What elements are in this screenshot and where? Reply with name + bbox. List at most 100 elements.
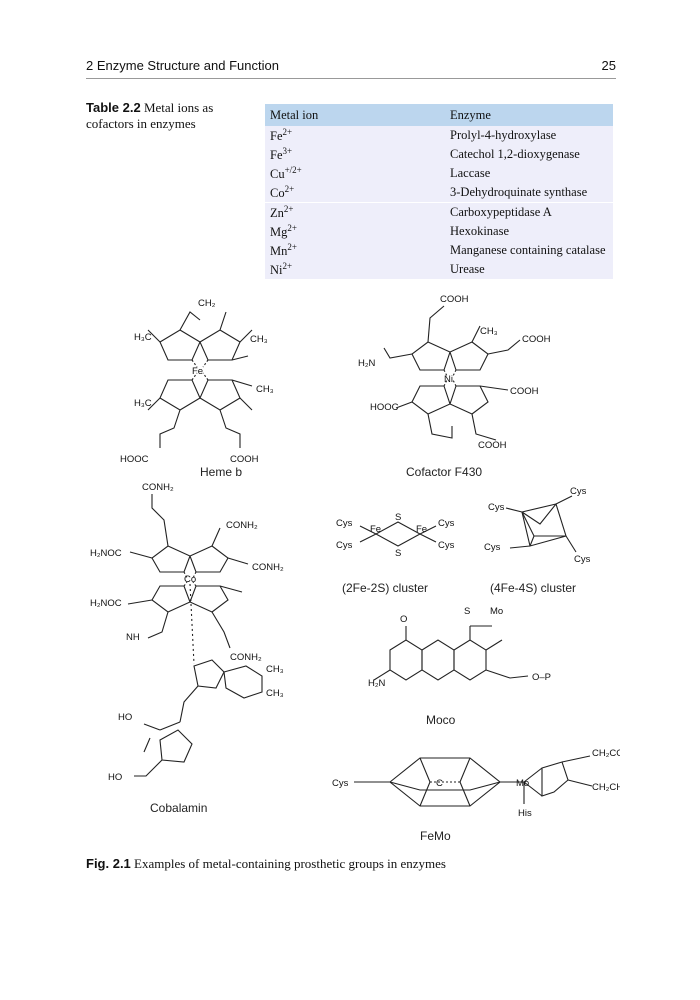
figure-structures: Fe H₃C CH₃ CH₂ H₃C CH₃ HOOC COOH Heme b …	[80, 290, 653, 850]
svg-text:CH₂CH₂COO⁻: CH₂CH₂COO⁻	[592, 782, 620, 793]
metal-ion-cell: Ni2+	[265, 260, 445, 279]
ion-charge: 2+	[283, 203, 294, 214]
table-row: Mg2+Hexokinase	[265, 222, 613, 241]
structures-drawing: Fe H₃C CH₃ CH₂ H₃C CH₃ HOOC COOH Heme b …	[90, 294, 653, 843]
ion-symbol: Mn	[270, 244, 288, 259]
col-header-enzyme: Enzyme	[445, 104, 613, 126]
enzyme-cell: Laccase	[445, 164, 613, 183]
table-row: Ni2+Urease	[265, 260, 613, 279]
svg-text:Fe: Fe	[192, 366, 203, 377]
metal-ion-cell: Mn2+	[265, 241, 445, 260]
svg-text:CH₂: CH₂	[198, 298, 216, 309]
svg-text:CH₃: CH₃	[250, 334, 268, 345]
svg-text:Cys: Cys	[570, 486, 587, 497]
svg-text:CONH₂: CONH₂	[230, 652, 262, 663]
svg-text:H₃C: H₃C	[134, 332, 152, 343]
ion-symbol: Mg	[270, 225, 288, 240]
running-title: 2 Enzyme Structure and Function	[86, 58, 279, 73]
table-label: Table 2.2	[86, 100, 141, 115]
ion-symbol: Cu	[270, 167, 285, 182]
svg-text:COOH: COOH	[230, 454, 259, 465]
table-row: Cu+/2+ Laccase	[265, 164, 613, 183]
svg-text:Mo: Mo	[490, 606, 503, 617]
ion-symbol: Ni	[270, 263, 283, 278]
svg-text:CH₂COO⁻: CH₂COO⁻	[592, 748, 620, 759]
heme-b-structure: Fe H₃C CH₃ CH₂ H₃C CH₃ HOOC COOH	[120, 298, 274, 465]
svg-text:C: C	[436, 778, 443, 789]
svg-text:Cys: Cys	[484, 542, 501, 553]
header-rule	[86, 78, 616, 79]
figure-label: Fig. 2.1	[86, 856, 131, 871]
metal-ion-cell: Mg2+	[265, 222, 445, 241]
enzyme-cell: Manganese containing catalase	[445, 241, 613, 260]
femo-structure: Cys Mo CH₂COO⁻ CH₂CH₂COO⁻ His C	[332, 748, 653, 819]
svg-text:COOH: COOH	[522, 334, 551, 345]
svg-text:His: His	[518, 808, 532, 819]
enzyme-cell: Prolyl-4-hydroxylase	[445, 126, 613, 145]
svg-text:H₂NOC: H₂NOC	[90, 598, 122, 609]
cobalamin-label: Cobalamin	[150, 801, 207, 815]
table-caption: Table 2.2 Metal ions as cofactors in enz…	[86, 100, 251, 132]
svg-text:COOH: COOH	[510, 386, 539, 397]
ion-symbol: Co	[270, 186, 285, 201]
fe4s4-structure: Cys Cys Cys Cys	[484, 486, 591, 565]
ion-charge: 2+	[284, 183, 295, 194]
svg-text:CH₃: CH₃	[480, 326, 498, 337]
svg-text:Fe: Fe	[416, 524, 427, 535]
fe2s2-structure: Fe Fe S S Cys Cys Cys Cys	[336, 512, 455, 559]
ion-charge: +/2+	[284, 164, 302, 175]
svg-text:Cys: Cys	[438, 540, 455, 551]
svg-text:S: S	[395, 512, 401, 523]
svg-text:H₂NOC: H₂NOC	[90, 548, 122, 559]
svg-text:H₂N: H₂N	[358, 358, 376, 369]
table-row: Zn2+Carboxypeptidase A	[265, 202, 613, 222]
figure-caption-text: Examples of metal-containing prosthetic …	[134, 856, 446, 871]
figure-caption: Fig. 2.1 Examples of metal-containing pr…	[86, 856, 446, 872]
col-header-metal: Metal ion	[265, 104, 445, 126]
svg-text:COOH: COOH	[440, 294, 469, 305]
table-row: Co2+3-Dehydroquinate synthase	[265, 183, 613, 203]
metal-ion-cell: Co2+	[265, 183, 445, 203]
svg-text:HO: HO	[118, 712, 132, 723]
svg-text:HOOC: HOOC	[370, 402, 399, 413]
moco-structure: H₂N O S Mo O–P	[368, 606, 551, 689]
heme-b-label: Heme b	[200, 465, 242, 479]
ion-symbol: Fe	[270, 148, 283, 163]
svg-text:S: S	[395, 548, 401, 559]
enzyme-cell: Urease	[445, 260, 613, 279]
ion-symbol: Zn	[270, 206, 284, 221]
ion-charge: 2+	[282, 126, 293, 137]
svg-text:H₃C: H₃C	[134, 398, 152, 409]
f430-structure: Ni COOH COOH COOH COOH HOOC H₂N CH₃	[358, 294, 551, 451]
metal-ion-cell: Fe2+	[265, 126, 445, 145]
enzyme-cell: Hexokinase	[445, 222, 613, 241]
svg-text:Cys: Cys	[336, 518, 353, 529]
enzyme-cell: 3-Dehydroquinate synthase	[445, 183, 613, 203]
svg-text:Cys: Cys	[488, 502, 505, 513]
svg-text:HO: HO	[108, 772, 122, 783]
metal-ion-table: Metal ion Enzyme Fe2+Prolyl-4-hydroxylas…	[265, 104, 613, 279]
table-header-row: Metal ion Enzyme	[265, 104, 613, 126]
svg-text:CONH₂: CONH₂	[142, 482, 174, 493]
svg-text:Mo: Mo	[516, 778, 529, 789]
metal-ion-cell: Zn2+	[265, 202, 445, 222]
svg-text:S: S	[464, 606, 470, 617]
table-row: Fe3+ Catechol 1,2-dioxygenase	[265, 145, 613, 164]
svg-text:Ni: Ni	[444, 374, 453, 385]
ion-charge: 3+	[282, 145, 293, 156]
cobalamin-structure: Co CONH₂ CONH₂ CONH₂ H₂NOC H₂NOC CONH₂ N…	[90, 482, 284, 783]
svg-text:Cys: Cys	[438, 518, 455, 529]
svg-text:NH: NH	[126, 632, 140, 643]
svg-text:O–P: O–P	[532, 672, 551, 683]
ion-symbol: Fe	[270, 129, 283, 144]
table-row: Mn2+Manganese containing catalase	[265, 241, 613, 260]
enzyme-cell: Catechol 1,2-dioxygenase	[445, 145, 613, 164]
svg-text:CH₃: CH₃	[266, 688, 284, 699]
svg-text:CONH₂: CONH₂	[226, 520, 258, 531]
svg-text:Fe: Fe	[370, 524, 381, 535]
ion-charge: 2+	[287, 222, 297, 233]
svg-text:Cys: Cys	[574, 554, 591, 565]
moco-label: Moco	[426, 713, 456, 727]
ion-charge: 2+	[282, 260, 293, 271]
